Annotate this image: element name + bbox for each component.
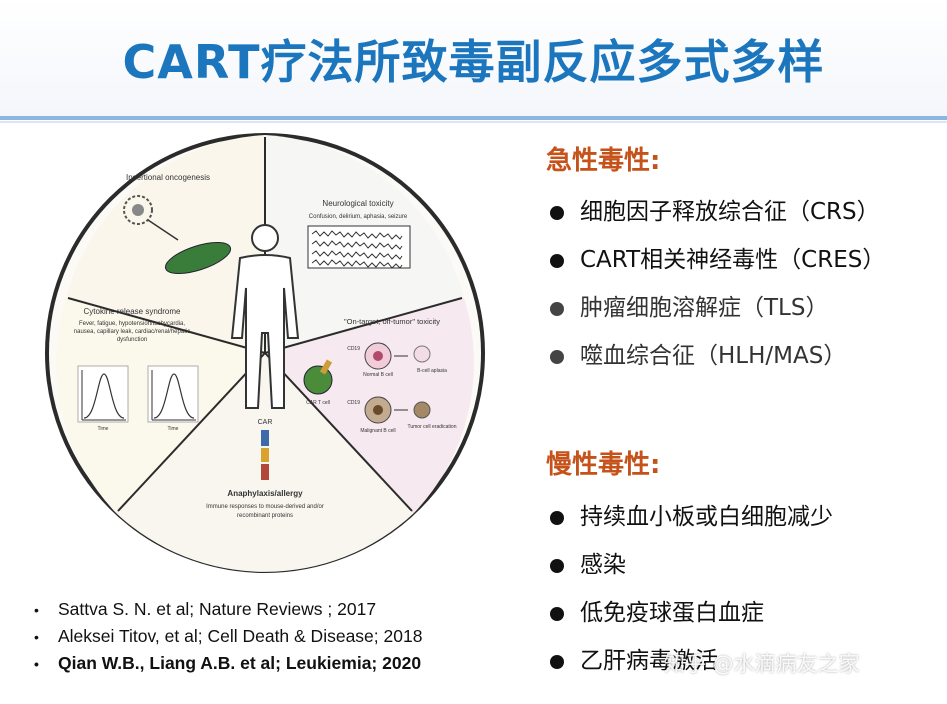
virus-icon (123, 195, 153, 225)
reference-bullet: • (34, 656, 39, 672)
bullet-icon (550, 302, 564, 316)
acute-item: 噬血综合征（HLH/MAS） (550, 332, 885, 380)
bullet-icon (550, 206, 564, 220)
label-aplasia: B-cell aplasia (417, 368, 447, 374)
bullet-icon (550, 350, 564, 364)
chronic-item: 持续血小板或白细胞减少 (550, 493, 833, 541)
acute-list: 细胞因子释放综合征（CRS） CART相关神经毒性（CRES） 肿瘤细胞溶解症（… (550, 188, 885, 380)
toxicity-diagram: Insertional oncogenesis Neurological tox… (40, 128, 490, 578)
reference-item: •Sattva S. N. et al; Nature Reviews ; 20… (34, 596, 422, 623)
chronic-item: 乙肝病毒激活 (550, 637, 833, 685)
reference-item: •Qian W.B., Liang A.B. et al; Leukiemia;… (34, 650, 422, 677)
chronic-item: 感染 (550, 541, 833, 589)
acute-item: 肿瘤细胞溶解症（TLS） (550, 284, 885, 332)
references-list: •Sattva S. N. et al; Nature Reviews ; 20… (34, 596, 422, 677)
toxicity-pie: Insertional oncogenesis Neurological tox… (45, 133, 485, 573)
label-car: CAR (258, 419, 273, 426)
label-eradication: Tumor cell eradication (407, 424, 456, 430)
label-time-b: Time (168, 426, 179, 432)
aplasia-cell-icon (413, 345, 431, 363)
label-anaphylaxis: Anaphylaxis/allergy (227, 489, 303, 498)
label-cd19-a: CD19 (347, 346, 360, 352)
reference-bullet: • (34, 602, 39, 618)
page-title: CART疗法所致毒副反应多式多样 (122, 35, 825, 89)
label-crs-sub-3: dysfunction (117, 337, 147, 343)
crs-curve-right-icon (147, 365, 199, 423)
bullet-icon (550, 607, 564, 621)
bullet-icon (550, 511, 564, 525)
label-neuro-sub: Confusion, delirium, aphasia, seizure (309, 214, 408, 220)
crs-curve-left-icon (77, 365, 129, 423)
label-crs: Cytokine release syndrome (84, 307, 181, 316)
bullet-icon (550, 559, 564, 573)
reference-item: •Aleksei Titov, et al; Cell Death & Dise… (34, 623, 422, 650)
eradicated-cell-icon (413, 401, 431, 419)
segment-insertional (66, 135, 265, 353)
insertion-cell-icon (164, 241, 232, 275)
segment-anaphylaxis (116, 353, 414, 572)
label-cd19-b: CD19 (347, 400, 360, 406)
label-crs-sub-2: nausea, capillary leak, cardiac/renal/he… (74, 329, 190, 335)
eeg-trace-icon (307, 225, 411, 269)
label-time-a: Time (98, 426, 109, 432)
watermark: 知乎 @水滴病友之家 (664, 652, 860, 676)
human-figure-icon (230, 224, 300, 409)
bullet-icon (550, 655, 564, 669)
label-cart-cell: CAR T cell (306, 400, 330, 406)
acute-heading: 急性毒性: (546, 146, 661, 176)
acute-item: CART相关神经毒性（CRES） (550, 236, 885, 284)
chronic-item: 低免疫球蛋白血症 (550, 589, 833, 637)
acute-item: 细胞因子释放综合征（CRS） (550, 188, 885, 236)
car-construct-icon (261, 430, 269, 480)
cart-cell-icon (303, 359, 333, 395)
label-normal-b: Normal B cell (363, 372, 393, 378)
header-band (0, 0, 947, 118)
label-insertional: Insertional oncogenesis (126, 173, 210, 182)
label-anaphylaxis-sub-1: Immune responses to mouse-derived and/or (206, 504, 324, 510)
bullet-icon (550, 254, 564, 268)
reference-bullet: • (34, 629, 39, 645)
label-crs-sub-1: Fever, fatigue, hypotension/tachycardia, (79, 321, 185, 327)
header-divider (0, 116, 947, 120)
header-divider-light (0, 121, 947, 123)
chronic-heading: 慢性毒性: (546, 450, 661, 480)
label-malignant-b: Malignant B cell (360, 428, 395, 434)
label-anaphylaxis-sub-2: recombinant proteins (237, 513, 293, 519)
label-neuro: Neurological toxicity (322, 199, 393, 208)
chronic-list: 持续血小板或白细胞减少 感染 低免疫球蛋白血症 乙肝病毒激活 (550, 493, 833, 685)
label-ontarget: "On-target, off-tumor" toxicity (344, 317, 440, 326)
